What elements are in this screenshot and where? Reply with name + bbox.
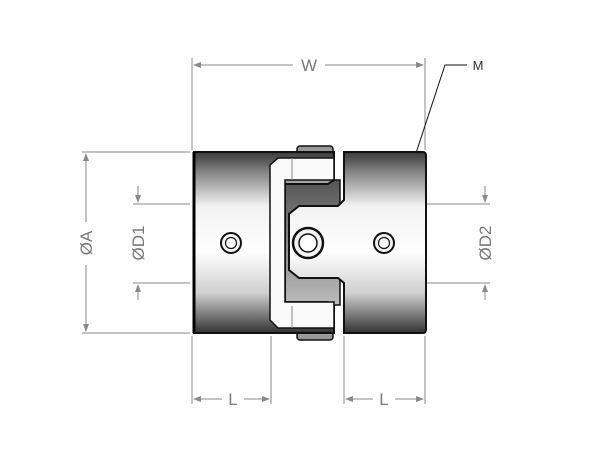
length-right-dimension: L xyxy=(343,336,426,409)
set-screw-right xyxy=(373,232,395,254)
outer-diameter-label: ØA xyxy=(77,230,96,255)
width-dimension: W xyxy=(191,56,426,150)
length-left-label: L xyxy=(228,390,237,409)
bore-left-label: ØD1 xyxy=(129,226,148,261)
set-screw-center xyxy=(291,226,325,260)
length-right-label: L xyxy=(379,390,388,409)
length-left-dimension: L xyxy=(191,336,272,409)
bore-right-dimension: ØD2 xyxy=(427,186,495,300)
bore-right-label: ØD2 xyxy=(476,226,495,261)
width-label: W xyxy=(301,56,317,75)
bore-left-dimension: ØD1 xyxy=(129,186,190,300)
screw-label: M xyxy=(473,58,484,73)
set-screw-left xyxy=(220,232,242,254)
outer-diameter-dimension: ØA xyxy=(77,151,190,334)
coupling-body xyxy=(192,145,427,341)
